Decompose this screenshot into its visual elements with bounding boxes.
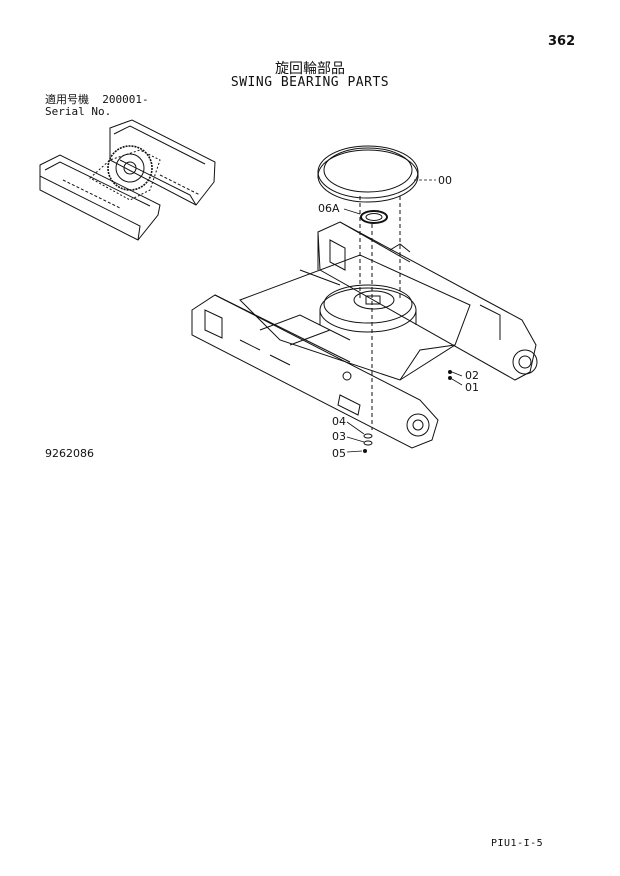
serial-value: 200001- <box>102 93 149 106</box>
track-frame <box>191 221 538 449</box>
figure-number: 9262086 <box>45 447 94 460</box>
callout-06a: 06A <box>318 202 340 215</box>
leader-lines <box>343 179 463 453</box>
serial-label-jp: 適用号機 <box>45 93 89 106</box>
page-code: PIU1-I-5 <box>491 838 544 849</box>
callout-03: 03 <box>332 430 346 443</box>
section-title-japanese: 旋回輪部品 <box>275 61 345 77</box>
overview-thumbnail <box>39 119 216 241</box>
callout-00: 00 <box>438 174 452 187</box>
seal-ring <box>360 210 388 224</box>
serial-label-en: Serial No. <box>45 105 112 118</box>
serial-applicability: 適用号機 200001- Serial No. <box>45 94 149 118</box>
callout-05: 05 <box>332 447 346 460</box>
callout-02: 02 <box>465 369 479 382</box>
section-title-english: SWING BEARING PARTS <box>230 75 390 90</box>
callout-04: 04 <box>332 415 346 428</box>
callout-01: 01 <box>465 381 479 394</box>
serial-row-jp: 適用号機 200001- <box>45 94 149 106</box>
small-hardware <box>363 370 452 453</box>
swing-bearing-ring <box>317 145 419 203</box>
page-number: 362 <box>548 34 576 49</box>
